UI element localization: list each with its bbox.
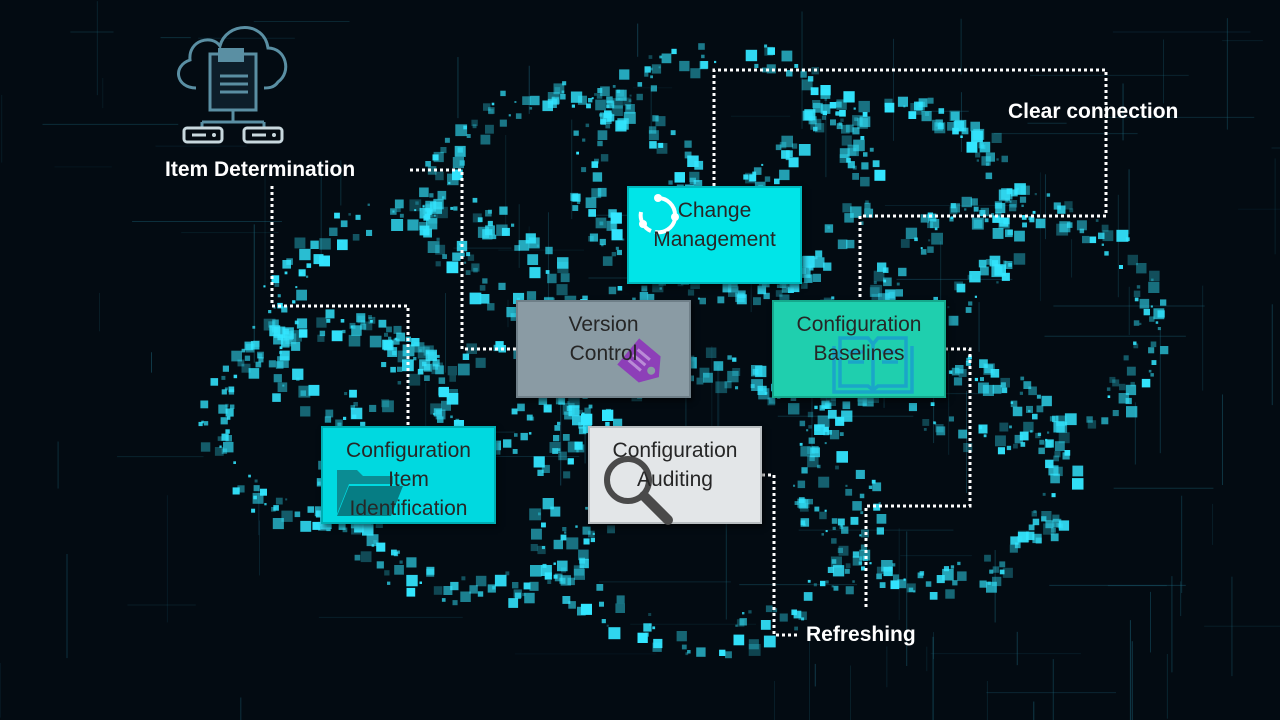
configuration-auditing-box: Configuration Auditing: [588, 426, 762, 525]
connector-item-determination-to-identification: [270, 186, 410, 426]
refreshing-label: Refreshing: [806, 623, 916, 646]
connector-baselines-to-refreshing: [864, 347, 972, 610]
configuration-item-identification-box: Configuration Item Identification: [321, 426, 496, 524]
configuration-baselines-box: Configuration Baselines: [772, 300, 946, 398]
configuration-baselines-line1: Configuration: [796, 313, 922, 336]
book-icon: [832, 336, 914, 394]
configuration-item-identification-line2: Item: [388, 468, 429, 491]
folder-icon: [337, 470, 403, 516]
version-control-box: Version Control: [516, 300, 691, 398]
configuration-auditing-text: Configuration Auditing: [613, 428, 738, 494]
version-control-text: Version Control: [568, 302, 638, 368]
tag-icon: [617, 338, 661, 383]
change-management-line1: Change: [677, 199, 752, 222]
cycle-arrows-icon: [638, 194, 679, 235]
configuration-baselines-line2: Baselines: [813, 342, 905, 365]
version-control-line2: Control: [569, 342, 638, 365]
change-management-line2: Management: [653, 228, 776, 251]
configuration-item-identification-line3: Identification: [349, 497, 468, 520]
item-determination-label: Item Determination: [165, 158, 356, 181]
configuration-item-identification-line1: Configuration: [346, 439, 471, 462]
magnifier-icon: [604, 456, 673, 525]
version-control-line1: Version: [568, 313, 639, 336]
clear-connection-label: Clear connection: [1008, 100, 1179, 123]
configuration-auditing-line2: Auditing: [637, 468, 713, 491]
change-management-box: Change Management: [627, 186, 802, 284]
connector-item-determination-to-version-control: [410, 168, 516, 351]
connector-change-management-to-clear-connection: [712, 68, 1108, 300]
change-management-text: Change Management: [653, 188, 776, 254]
cloud-server-icon: [177, 26, 288, 144]
configuration-auditing-line1: Configuration: [612, 439, 738, 462]
configuration-baselines-text: Configuration Baselines: [797, 302, 922, 368]
configuration-item-identification-text: Configuration Item Identification: [346, 428, 471, 523]
connector-auditing-to-refreshing: [762, 473, 800, 637]
